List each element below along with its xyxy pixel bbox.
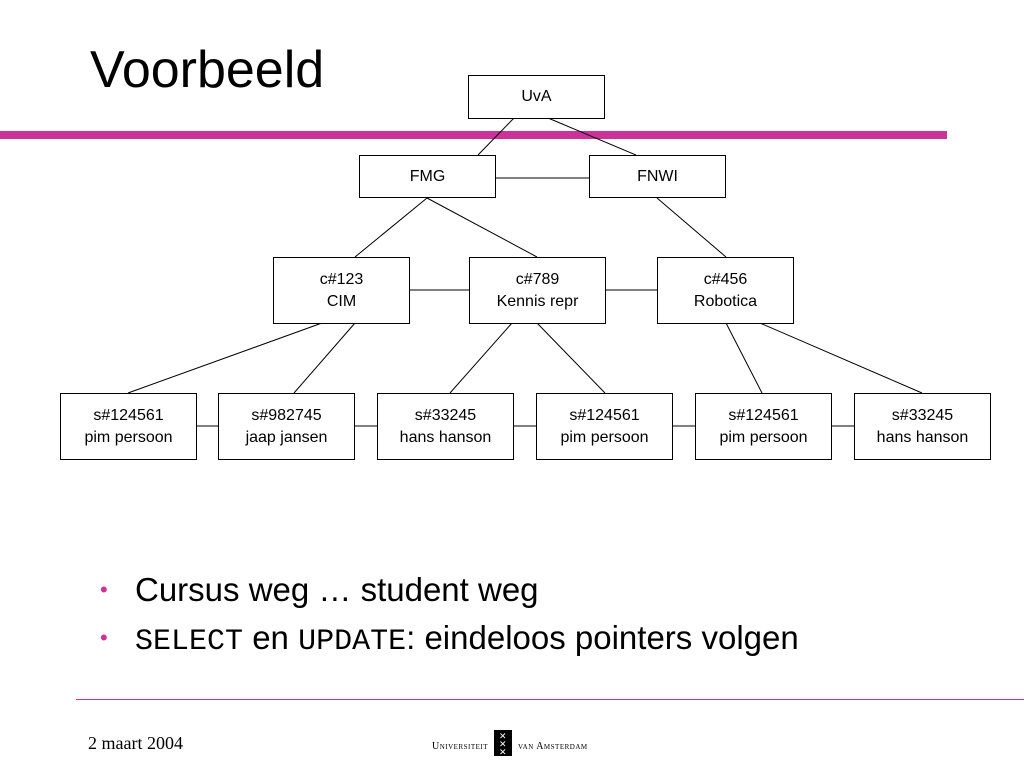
bullet-dot-icon: • bbox=[100, 625, 108, 650]
tree-node-student-4: s#124561 pim persoon bbox=[536, 393, 673, 460]
edge-uva-fnwi bbox=[547, 117, 637, 156]
node-label-code: s#33245 bbox=[891, 406, 954, 424]
code-select: SELECT bbox=[135, 625, 244, 659]
edge-fnwi-c456 bbox=[656, 197, 727, 258]
edge-c456-s5 bbox=[725, 322, 763, 394]
bullet-item: • SELECT en UPDATE: eindeloos pointers v… bbox=[100, 614, 799, 666]
node-label-code: c#456 bbox=[703, 270, 748, 288]
tree-node-uva: UvA bbox=[468, 75, 605, 119]
tree-node-fmg: FMG bbox=[359, 155, 496, 198]
tree-node-student-5: s#124561 pim persoon bbox=[695, 393, 832, 460]
node-label-code: s#33245 bbox=[414, 406, 477, 424]
tree-node-student-3: s#33245 hans hanson bbox=[377, 393, 514, 460]
footer-divider bbox=[76, 699, 1024, 700]
logo-text-left: Universiteit bbox=[432, 741, 488, 752]
tree-node-course-c123: c#123 CIM bbox=[273, 257, 410, 324]
tree-node-student-6: s#33245 hans hanson bbox=[854, 393, 991, 460]
node-label-code: s#124561 bbox=[93, 406, 164, 424]
node-label-name: CIM bbox=[326, 292, 357, 310]
node-label: FMG bbox=[409, 167, 446, 185]
node-label-name: pim persoon bbox=[560, 428, 649, 446]
tree-node-student-1: s#124561 pim persoon bbox=[60, 393, 197, 460]
node-label-name: pim persoon bbox=[84, 428, 173, 446]
edge-c789-s3 bbox=[449, 322, 513, 394]
node-label: UvA bbox=[521, 88, 552, 105]
edge-fmg-c123 bbox=[354, 197, 428, 258]
node-label-name: hans hanson bbox=[876, 428, 969, 446]
node-label-name: hans hanson bbox=[399, 428, 492, 446]
bullet-text-rest: : eindeloos pointers volgen bbox=[406, 619, 799, 656]
bullet-list: • Cursus weg … student weg • SELECT en U… bbox=[100, 566, 799, 666]
logo-text-right: van Amsterdam bbox=[518, 741, 588, 752]
node-label-code: c#789 bbox=[515, 270, 560, 288]
edge-c123-s1 bbox=[127, 322, 323, 394]
slide-title: Voorbeeld bbox=[90, 41, 325, 99]
node-label-name: Robotica bbox=[693, 292, 758, 310]
code-update: UPDATE bbox=[298, 625, 407, 659]
bullet-item: • Cursus weg … student weg bbox=[100, 566, 799, 614]
bullet-text-mid: en bbox=[243, 619, 299, 656]
edge-uva-fmg bbox=[477, 117, 515, 156]
bullet-dot-icon: • bbox=[100, 577, 108, 602]
uva-crest-icon: ✕✕✕ bbox=[494, 730, 512, 757]
node-label-code: c#123 bbox=[319, 270, 364, 288]
node-label-name: pim persoon bbox=[719, 428, 808, 446]
node-label-name: jaap jansen bbox=[245, 428, 328, 446]
university-logo: Universiteit ✕✕✕ van Amsterdam bbox=[432, 722, 588, 757]
tree-node-course-c789: c#789 Kennis repr bbox=[469, 257, 606, 324]
tree-node-course-c456: c#456 Robotica bbox=[657, 257, 794, 324]
node-label: FNWI bbox=[637, 167, 678, 185]
edge-c456-s6 bbox=[759, 322, 923, 394]
node-label-code: s#982745 bbox=[251, 406, 322, 424]
edge-fmg-c789 bbox=[426, 197, 538, 258]
bullet-text: Cursus weg … student weg bbox=[135, 571, 539, 608]
edge-c123-s2 bbox=[293, 322, 356, 394]
node-label-code: s#124561 bbox=[728, 406, 799, 424]
tree-node-student-2: s#982745 jaap jansen bbox=[218, 393, 355, 460]
node-label-name: Kennis repr bbox=[496, 292, 579, 310]
node-label-code: s#124561 bbox=[569, 406, 640, 424]
edge-c789-s4 bbox=[536, 322, 606, 394]
footer-date: 2 maart 2004 bbox=[88, 733, 183, 753]
title-accent-bar bbox=[0, 131, 947, 139]
tree-node-fnwi: FNWI bbox=[589, 155, 726, 198]
